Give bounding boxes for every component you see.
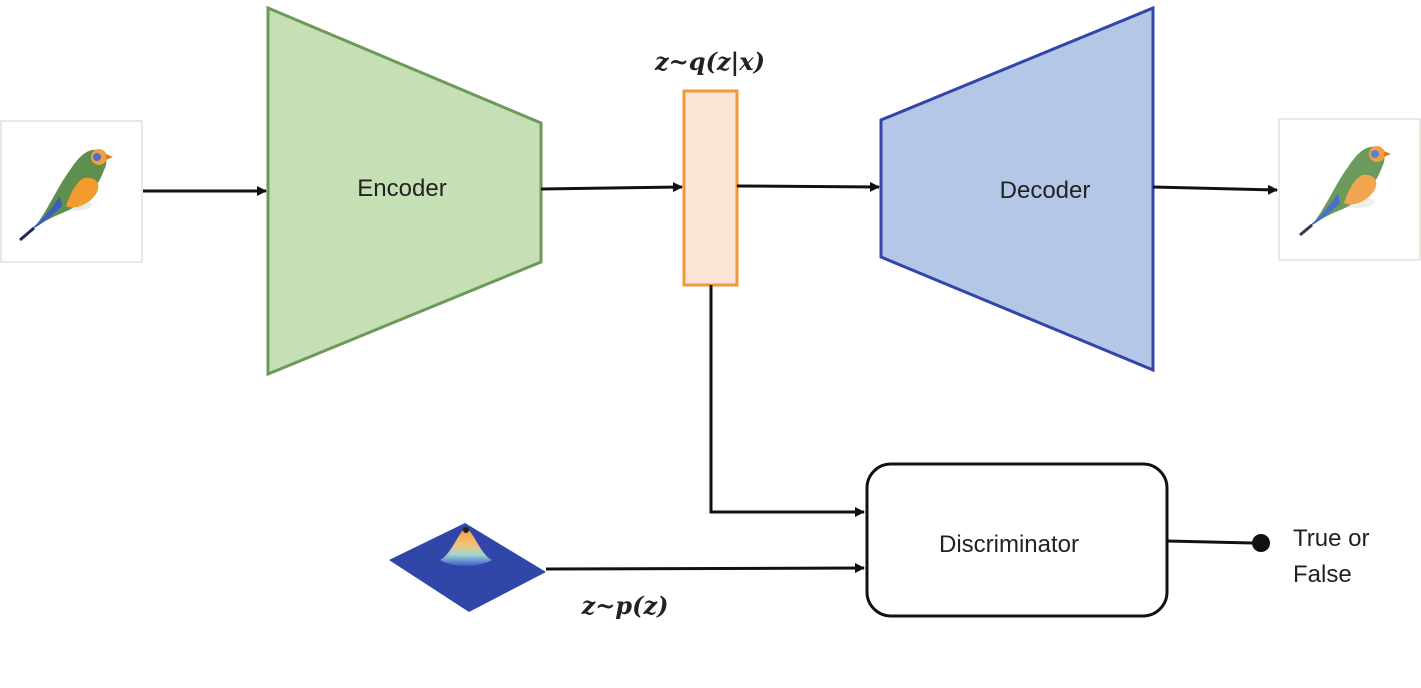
encoder-label: Encoder xyxy=(357,175,446,202)
prior-label: z~p(z) xyxy=(581,591,669,620)
result-label-line1: True or xyxy=(1293,525,1369,552)
bird-icon xyxy=(19,149,113,242)
arrow-latent-to-decoder xyxy=(736,181,880,192)
latent-code-box: z~q(z|x) xyxy=(654,47,765,287)
gaussian-surface-icon xyxy=(389,523,546,612)
arrow-prior-to-discriminator xyxy=(545,563,865,574)
decoder-block: Decoder xyxy=(879,5,1155,373)
output-node xyxy=(1252,534,1270,552)
arrow-decoder-to-output xyxy=(1152,184,1278,195)
output-image xyxy=(1278,118,1421,261)
discriminator-label: Discriminator xyxy=(939,531,1079,558)
discriminator-block: Discriminator xyxy=(865,462,1169,618)
bird-icon xyxy=(1299,146,1391,237)
arrow-encoder-to-latent xyxy=(540,182,683,193)
encoder-block: Encoder xyxy=(266,5,543,377)
arrow-discriminator-to-output xyxy=(1166,539,1253,545)
input-image xyxy=(0,120,143,263)
arrow-latent-to-discriminator xyxy=(709,285,865,517)
decoder-label: Decoder xyxy=(1000,177,1091,204)
latent-label: z~q(z|x) xyxy=(654,47,765,76)
result-label-line2: False xyxy=(1293,561,1352,588)
